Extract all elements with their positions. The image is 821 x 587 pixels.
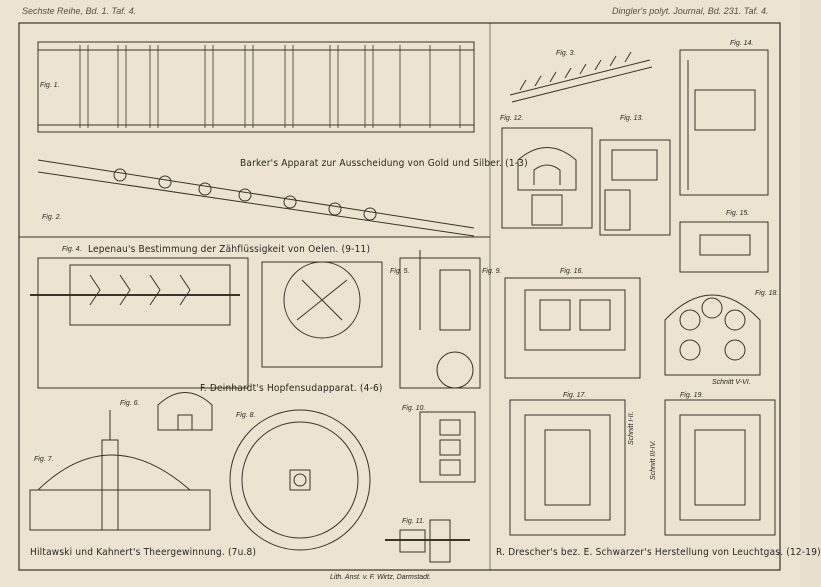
section-iii-iv-label: Schnitt III-IV. bbox=[650, 440, 657, 480]
fig14-drawing bbox=[679, 49, 769, 196]
engraving-plate: Sechste Reihe, Bd. 1. Taf. 4. Dingler's … bbox=[18, 6, 821, 581]
fig9-label: Fig. 9. bbox=[482, 268, 502, 275]
fig17-label: Fig. 17. bbox=[563, 392, 587, 399]
fig13-label: Fig. 13. bbox=[620, 115, 644, 122]
fig17-drawing bbox=[509, 399, 626, 536]
fig2-drawing bbox=[37, 159, 475, 237]
caption-lepenau: Lepenau's Bestimmung der Zähflüssigkeit … bbox=[88, 244, 371, 255]
lithographer-credit: Lith. Anst. v. F. Wirtz, Darmstadt. bbox=[330, 574, 431, 581]
fig10-drawing bbox=[419, 411, 476, 483]
fig8-label: Fig. 8. bbox=[236, 412, 256, 419]
fig16-label: Fig. 16. bbox=[560, 268, 584, 275]
fig3-label: Fig. 3. bbox=[556, 50, 576, 57]
plate-header-right: Dingler's polyt. Journal, Bd. 231. Taf. … bbox=[612, 6, 769, 16]
fig1-label: Fig. 1. bbox=[40, 82, 60, 89]
fig4-label: Fig. 4. bbox=[62, 246, 82, 253]
fig15-drawing bbox=[679, 221, 769, 273]
fig18-label: Fig. 18. bbox=[755, 290, 779, 297]
plate-drawings bbox=[18, 22, 781, 571]
fig5-drawing bbox=[261, 261, 383, 368]
fig19-label: Fig. 19. bbox=[680, 392, 704, 399]
fig7-label: Fig. 7. bbox=[34, 456, 54, 463]
fig10-label: Fig. 10. bbox=[402, 405, 426, 412]
fig15-label: Fig. 15. bbox=[726, 210, 750, 217]
fig7-drawing bbox=[29, 410, 211, 531]
fig3-drawing bbox=[509, 51, 653, 103]
fig5-label: Fig. 5. bbox=[390, 268, 410, 275]
fig1-drawing bbox=[37, 41, 475, 133]
fig12-label: Fig. 12. bbox=[500, 115, 524, 122]
fig19-drawing bbox=[664, 399, 776, 536]
plate-header-left: Sechste Reihe, Bd. 1. Taf. 4. bbox=[22, 6, 137, 16]
fig14-label: Fig. 14. bbox=[730, 40, 754, 47]
fig13-drawing bbox=[599, 139, 671, 236]
caption-deinhardt: F. Deinhardt's Hopfensudapparat. (4-6) bbox=[200, 383, 383, 394]
fig6-drawing bbox=[157, 392, 213, 431]
section-v-vi-label: Schnitt V-VI. bbox=[712, 379, 751, 386]
fig11-drawing bbox=[385, 519, 470, 563]
fig12-drawing bbox=[501, 127, 593, 229]
fig6-label: Fig. 6. bbox=[120, 400, 140, 407]
fig18-drawing bbox=[664, 294, 761, 376]
caption-drescher: R. Drescher's bez. E. Schwarzer's Herste… bbox=[496, 547, 821, 558]
fig2-label: Fig. 2. bbox=[42, 214, 62, 221]
fig9-drawing bbox=[399, 250, 481, 389]
section-i-ii-label: Schnitt I-II. bbox=[628, 411, 635, 445]
caption-barker: Barker's Apparat zur Ausscheidung von Go… bbox=[240, 158, 528, 169]
fig4-drawing bbox=[30, 257, 249, 389]
fig16-drawing bbox=[504, 277, 641, 379]
plate-frame bbox=[18, 22, 781, 571]
fig8-drawing bbox=[229, 409, 371, 551]
caption-hiltawski: Hiltawski und Kahnert's Theergewinnung. … bbox=[30, 547, 257, 558]
fig11-label: Fig. 11. bbox=[402, 518, 425, 525]
